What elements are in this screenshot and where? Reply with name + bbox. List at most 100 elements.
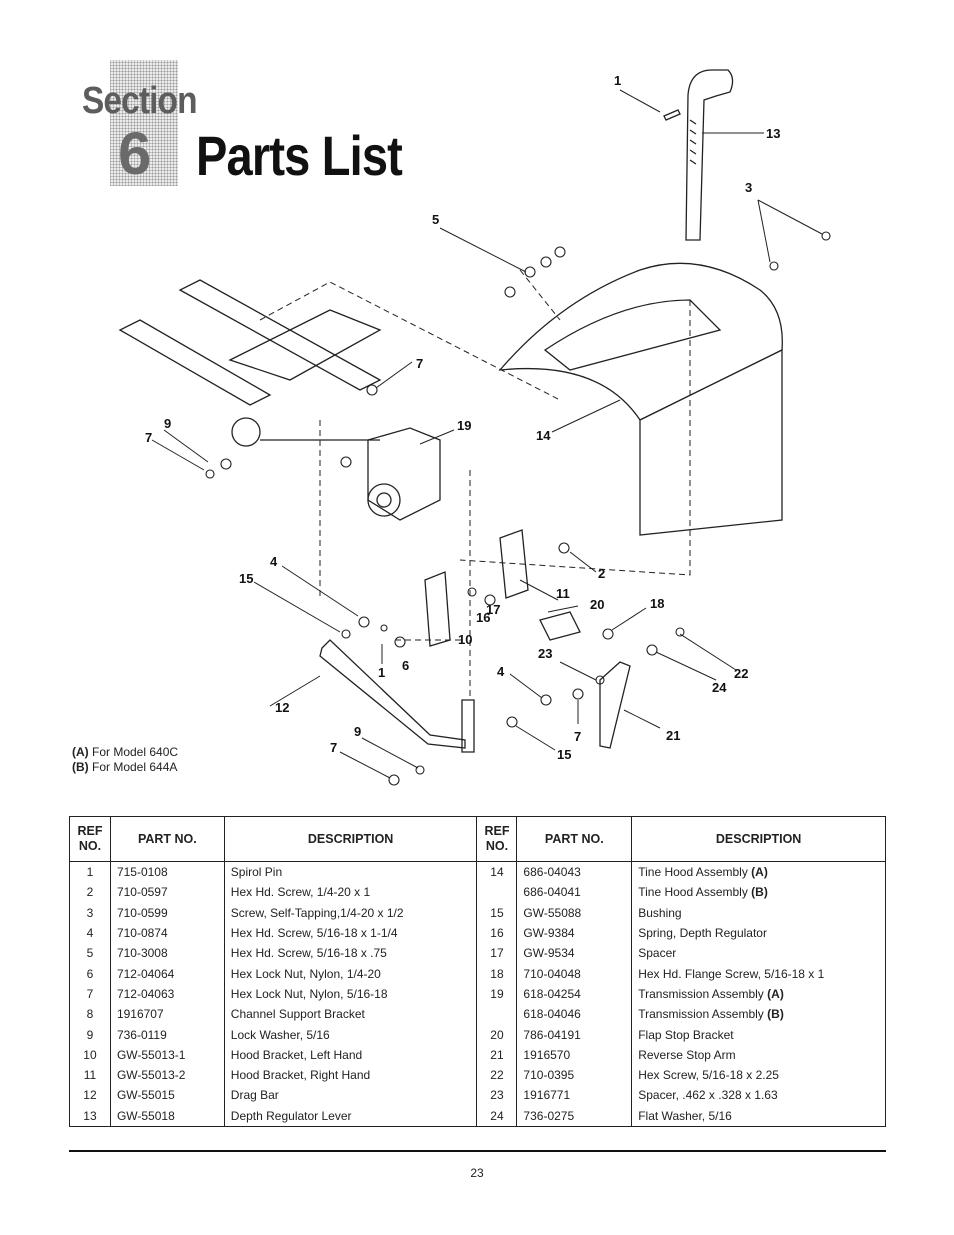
note-b: (B) For Model 644A [72,760,178,775]
callout-label: 15 [557,747,571,762]
part-number-cell: 1916570 [516,1044,633,1065]
hood-bracket-left [424,571,451,647]
part-number-cell: 715-0108 [109,861,225,883]
model-tag: (A) [767,986,784,1001]
description-cell: Lock Washer, 5/16 [223,1024,478,1045]
ref-cell: 20 [476,1024,518,1045]
drag-bar [319,639,466,749]
callout-label: 7 [416,356,423,371]
ref-cell: 8 [69,1004,111,1025]
ref-cell: 12 [69,1085,111,1106]
callout-label: 6 [402,658,409,673]
part-number-cell: 786-04191 [516,1024,633,1045]
callout-label: 18 [650,596,664,611]
callout-label: 5 [432,212,439,227]
callout-label: 7 [330,740,337,755]
section-badge [110,60,178,186]
part-number-cell: GW-55015 [109,1085,225,1106]
description-cell: Hex Hd. Flange Screw, 5/16-18 x 1 [631,963,886,984]
callout-label: 10 [458,632,472,647]
ref-cell [476,882,518,903]
callout-label: 3 [745,180,752,195]
spirol-pin [663,109,681,121]
part-number-cell: 712-04064 [109,963,225,984]
description-cell: Spacer, .462 x .328 x 1.63 [631,1085,886,1106]
reverse-stop-arm [599,661,631,749]
part-number-cell: GW-55013-1 [109,1044,225,1065]
note-b-key: (B) [72,760,89,774]
callout-label: 13 [766,126,780,141]
hood-bracket-right [499,529,529,599]
description-cell: Flap Stop Bracket [631,1024,886,1045]
ref-cell: 10 [69,1044,111,1065]
callout-label: 19 [457,418,471,433]
callout-label: 1 [378,665,385,680]
description-cell: Hood Bracket, Left Hand [223,1044,478,1065]
depth-regulator-lever [685,69,734,241]
ref-cell: 24 [476,1105,518,1127]
ref-cell: 13 [69,1105,111,1127]
ref-cell: 2 [69,882,111,903]
ref-cell: 5 [69,943,111,964]
description-cell: Hex Hd. Screw, 5/16-18 x .75 [223,943,478,964]
ref-cell: 22 [476,1064,518,1086]
part-number-cell: 710-3008 [109,943,225,964]
ref-cell: 23 [476,1085,518,1106]
ref-cell: 4 [69,922,111,944]
model-tag: (B) [767,1007,784,1022]
callout-label: 16 [476,610,490,625]
ref-cell: 11 [69,1064,111,1086]
part-number-cell: 1916771 [516,1085,633,1106]
part-number-cell: 618-04046 [516,1004,633,1025]
description-cell: Depth Regulator Lever [223,1105,478,1127]
ref-cell: 16 [476,922,518,944]
ref-cell [476,1004,518,1025]
callout-label: 23 [538,646,552,661]
footer-rule [69,1150,886,1152]
part-number-cell: GW-9534 [516,943,633,964]
flap-stop-bracket [539,611,581,641]
description-cell: Hex Screw, 5/16-18 x 2.25 [631,1064,886,1086]
part-number-cell: GW-9384 [516,922,633,944]
description-cell: Spacer [631,943,886,964]
description-cell: Drag Bar [223,1085,478,1106]
callout-label: 14 [536,428,551,443]
transmission-assembly [367,427,441,521]
section-number: 6 [118,120,152,187]
part-number-cell: 686-04043 [516,861,633,883]
note-b-text: For Model 644A [88,760,178,774]
callout-label: 24 [712,680,727,695]
page-number: 23 [470,1166,484,1180]
part-number-cell: 710-0599 [109,902,225,923]
exploded-parts-diagram: 1 13 3 5 7 9 7 19 14 4 15 2 11 20 18 16 … [118,69,831,786]
description-cell: Hex Hd. Screw, 5/16-18 x 1-1/4 [223,922,478,944]
header-part-no: PART NO. [109,816,225,862]
ref-cell: 7 [69,983,111,1005]
part-number-cell: 686-04041 [516,882,633,903]
part-number-cell: 736-0275 [516,1105,633,1127]
note-a: (A) For Model 640C [72,745,178,760]
description-cell: Hood Bracket, Right Hand [223,1064,478,1086]
ref-cell: 6 [69,963,111,984]
ref-cell: 18 [476,963,518,984]
callout-label: 20 [590,597,604,612]
part-number-cell: 618-04254 [516,983,633,1005]
model-tag: (A) [751,865,768,880]
callout-label: 4 [497,664,505,679]
callout-label: 7 [574,729,581,744]
ref-cell: 3 [69,902,111,923]
ref-cell: 1 [69,861,111,883]
description-cell: Bushing [631,902,886,923]
description-cell: Reverse Stop Arm [631,1044,886,1065]
